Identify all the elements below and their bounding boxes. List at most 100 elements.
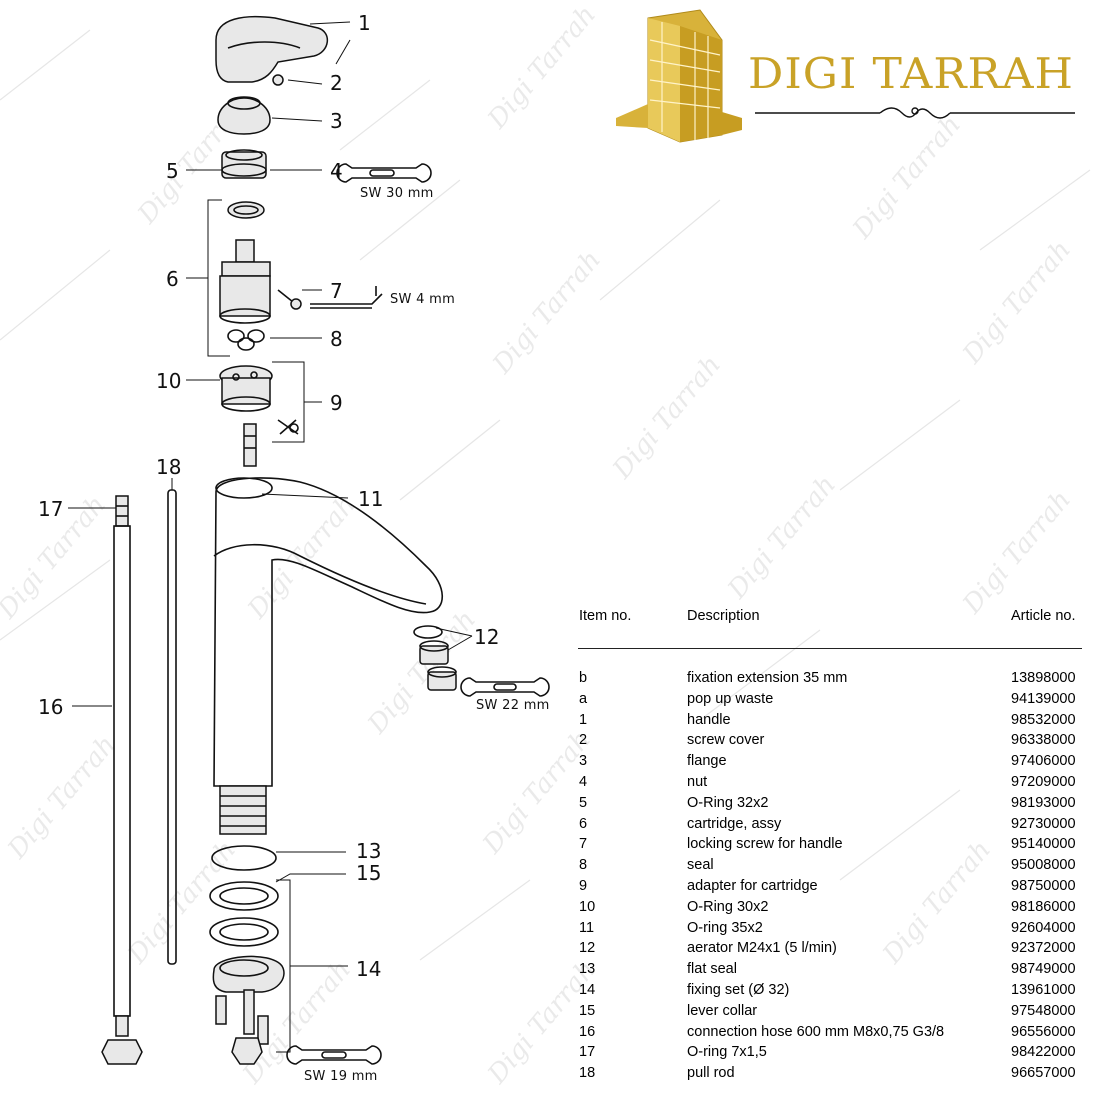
table-row: 9 adapter for cartridge 98750000 <box>578 876 1082 897</box>
flange-part <box>217 96 271 135</box>
faucet-body <box>213 477 443 787</box>
item-no-cell: 6 <box>579 815 588 832</box>
watermark-lines <box>0 29 1091 961</box>
seal-part <box>227 329 265 351</box>
article-no-cell: 98186000 <box>1011 898 1076 915</box>
description-cell: locking screw for handle <box>687 836 843 853</box>
article-no-cell: 96338000 <box>1011 732 1076 749</box>
description-cell: O-ring 7x1,5 <box>687 1044 767 1061</box>
article-no-cell: 98422000 <box>1011 1044 1076 1061</box>
article-no-cell: 98750000 <box>1011 877 1076 894</box>
wrench-icon <box>336 163 432 183</box>
article-no-cell: 13961000 <box>1011 981 1076 998</box>
watermark-text: Digi Tarrah <box>957 485 1077 620</box>
callout-7: 7 <box>330 279 343 303</box>
article-no-cell: 94139000 <box>1011 690 1076 707</box>
watermark-text: Digi Tarrah <box>122 835 242 970</box>
tool-label-sw30: SW 30 mm <box>360 186 434 201</box>
cartridge-part <box>219 201 271 324</box>
leader-lines <box>68 21 473 1053</box>
item-no-cell: 18 <box>579 1065 596 1082</box>
adapter-clip-part <box>277 419 299 435</box>
item-no-cell: 7 <box>579 836 588 853</box>
table-row: 14 fixing set (Ø 32) 13961000 <box>578 980 1082 1001</box>
item-no-cell: 8 <box>579 857 588 874</box>
callout-14: 14 <box>356 957 381 981</box>
article-no-cell: 98532000 <box>1011 711 1076 728</box>
callout-12: 12 <box>474 625 499 649</box>
fixing-set-part <box>212 955 285 1065</box>
callout-3: 3 <box>330 109 343 133</box>
header-description: Description <box>687 608 760 624</box>
callout-6: 6 <box>166 267 179 291</box>
nut-part <box>221 149 267 179</box>
article-no-cell: 95008000 <box>1011 857 1076 874</box>
article-no-cell: 13898000 <box>1011 670 1076 686</box>
description-cell: cartridge, assy <box>687 815 782 832</box>
description-cell: adapter for cartridge <box>687 877 818 894</box>
description-cell: O-ring 35x2 <box>687 919 763 936</box>
description-cell: nut <box>687 773 708 790</box>
handle-part <box>215 15 328 83</box>
description-cell: handle <box>687 711 731 728</box>
description-cell: pull rod <box>687 1065 735 1082</box>
tool-label-sw22: SW 22 mm <box>476 698 550 713</box>
header-item-no: Item no. <box>579 608 632 624</box>
article-no-cell: 97548000 <box>1011 1002 1076 1019</box>
description-cell: fixation extension 35 mm <box>687 670 848 686</box>
item-no-cell: 17 <box>579 1044 596 1061</box>
watermark-text: Digi Tarrah <box>957 235 1077 370</box>
item-no-cell: a <box>579 690 588 707</box>
article-no-cell: 97406000 <box>1011 753 1076 770</box>
description-cell: aerator M24x1 (5 l/min) <box>687 940 837 957</box>
description-cell: O-Ring 32x2 <box>687 794 769 811</box>
brand-ornament <box>755 107 1075 119</box>
item-no-cell: 14 <box>579 981 596 998</box>
description-cell: seal <box>687 857 714 874</box>
description-cell: fixing set (Ø 32) <box>687 981 790 998</box>
item-no-cell: 10 <box>579 898 596 915</box>
callout-5: 5 <box>166 159 179 183</box>
item-no-cell: 13 <box>579 961 596 978</box>
callout-11: 11 <box>358 487 383 511</box>
tool-label-sw4: SW 4 mm <box>390 292 455 307</box>
connection-hose-part <box>101 495 143 1065</box>
table-row: 10 O-Ring 30x2 98186000 <box>578 897 1082 918</box>
aerator-part <box>413 625 457 691</box>
flat-seal-part <box>211 845 277 871</box>
table-row: 12 aerator M24x1 (5 l/min) 92372000 <box>578 938 1082 959</box>
threaded-shank <box>219 785 267 835</box>
article-no-cell: 96556000 <box>1011 1023 1076 1040</box>
watermark-text: Digi Tarrah <box>487 245 607 380</box>
hex-key-icon <box>310 286 383 309</box>
description-cell: O-Ring 30x2 <box>687 898 769 915</box>
callout-10: 10 <box>156 369 181 393</box>
item-no-cell: 15 <box>579 1002 596 1019</box>
callout-1: 1 <box>358 11 371 35</box>
connector-part <box>243 423 257 467</box>
callout-9: 9 <box>330 391 343 415</box>
wrench-icon <box>460 677 550 697</box>
callout-8: 8 <box>330 327 343 351</box>
article-no-cell: 95140000 <box>1011 836 1076 853</box>
item-no-cell: 16 <box>579 1023 596 1040</box>
tool-labels: SW 30 mm SW 4 mm SW 22 mm SW 19 mm <box>304 186 550 1084</box>
item-no-cell: 9 <box>579 877 588 894</box>
article-no-cell: 97209000 <box>1011 773 1076 790</box>
description-cell: flange <box>687 753 727 770</box>
article-no-cell: 92372000 <box>1011 940 1076 957</box>
item-no-cell: 12 <box>579 940 596 957</box>
locking-screw-part <box>277 289 302 310</box>
item-no-cell: 11 <box>579 919 595 936</box>
brand-logo: DIGI TARRAH <box>616 9 1075 143</box>
building-icon <box>616 9 742 143</box>
